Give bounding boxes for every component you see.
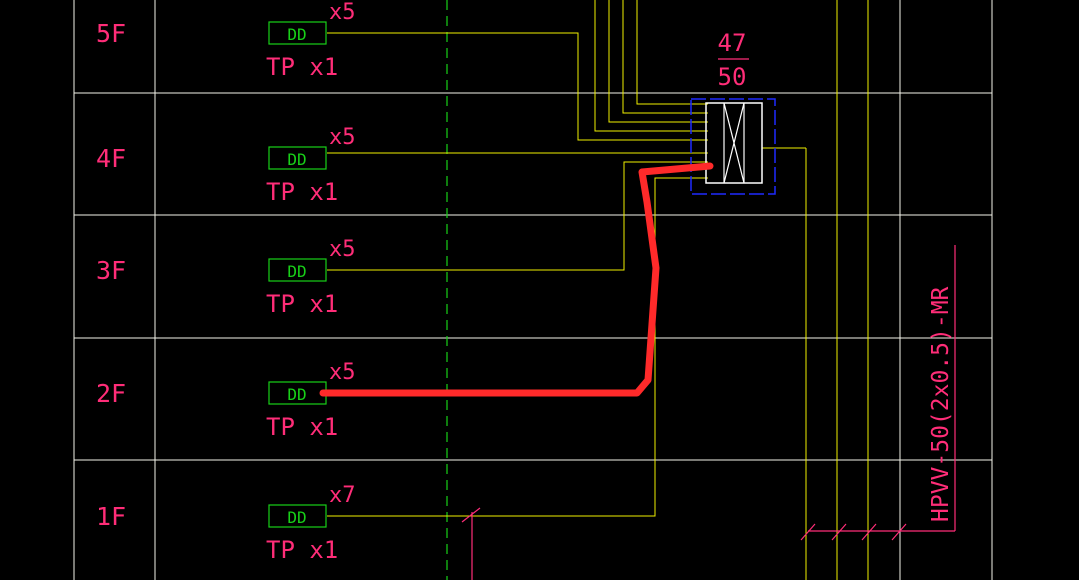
terminal-label: TP x1 — [266, 290, 338, 318]
feeder-3f — [327, 161, 708, 271]
terminal-label: TP x1 — [266, 178, 338, 206]
floor-label: 1F — [96, 502, 126, 531]
riser-tick-4 — [891, 523, 907, 541]
cabinet-box — [705, 102, 763, 184]
device-label: DD — [287, 25, 306, 44]
device-label: DD — [287, 262, 306, 281]
feeder-trunk-4 — [636, 0, 708, 105]
cabinet-ratio-top: 47 — [718, 29, 747, 57]
floor-row-4f: 4F DD x5 TP x1 — [96, 125, 356, 206]
device-box — [268, 504, 327, 528]
multiplier-label: x5 — [329, 125, 356, 150]
device-box — [268, 146, 327, 170]
terminal-label: TP x1 — [266, 413, 338, 441]
floor-label: 5F — [96, 19, 126, 48]
floor-row-1f: 1F DD x7 TP x1 — [96, 483, 356, 564]
floor-row-3f: 3F DD x5 TP x1 — [96, 237, 356, 318]
floor-label: 2F — [96, 379, 126, 408]
feeder-trunk-2 — [608, 0, 708, 123]
device-label: DD — [287, 150, 306, 169]
device-box — [268, 258, 327, 282]
highlight-path — [319, 162, 714, 397]
riser-lines — [800, 0, 956, 580]
device-label: DD — [287, 385, 306, 404]
multiplier-label: x5 — [329, 237, 356, 262]
floor-row-5f: 5F DD x5 TP x1 — [96, 0, 356, 81]
floor-row-2f: 2F DD x5 TP x1 — [96, 360, 356, 441]
multiplier-label: x7 — [329, 483, 356, 508]
feeder-trunk-1 — [594, 0, 708, 132]
feeder-lines — [327, 0, 806, 580]
riser-tick-2 — [831, 523, 847, 541]
floor-label: 3F — [96, 256, 126, 285]
distribution-frame: 47 50 — [690, 29, 776, 195]
ground-tick — [461, 507, 481, 523]
terminal-label: TP x1 — [266, 53, 338, 81]
cabinet-cross-2 — [723, 102, 745, 184]
multiplier-label: x5 — [329, 0, 356, 25]
device-box — [268, 21, 327, 45]
feeder-1f — [327, 177, 708, 517]
multiplier-label: x5 — [329, 360, 356, 385]
floor-grid — [73, 0, 993, 580]
riser-tick-1 — [800, 523, 816, 541]
cabinet-outline — [690, 98, 776, 195]
cable-label: HPVV-50(2x0.5)-MR — [928, 286, 954, 522]
floor-label: 4F — [96, 144, 126, 173]
feeder-trunk-3 — [622, 0, 708, 114]
feeder-5f — [327, 32, 708, 141]
terminal-label: TP x1 — [266, 536, 338, 564]
riser-tick-3 — [861, 523, 877, 541]
cabinet-ratio-bottom: 50 — [718, 63, 747, 91]
device-label: DD — [287, 508, 306, 527]
